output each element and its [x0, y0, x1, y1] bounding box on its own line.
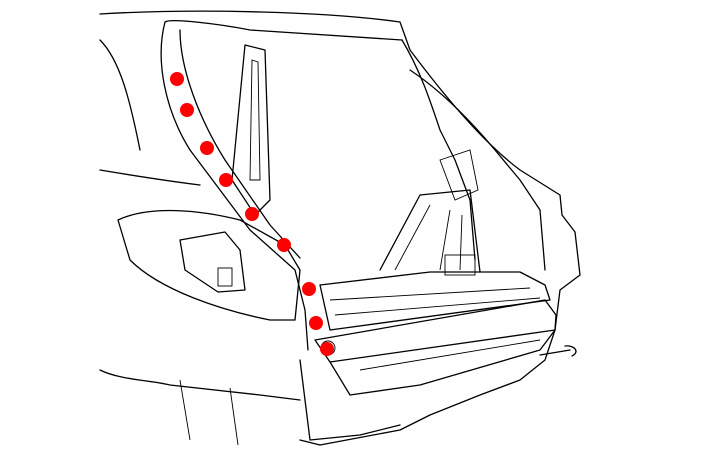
marker-dot	[200, 141, 214, 155]
marker-dot	[302, 282, 316, 296]
marker-dot	[180, 103, 194, 117]
marker-dot	[277, 238, 291, 252]
marker-dot	[219, 173, 233, 187]
marker-dot	[245, 207, 259, 221]
marker-dots	[170, 72, 334, 356]
marker-dot	[320, 342, 334, 356]
car-body-outline	[99, 10, 581, 446]
marker-dot	[309, 316, 323, 330]
marker-dot	[170, 72, 184, 86]
